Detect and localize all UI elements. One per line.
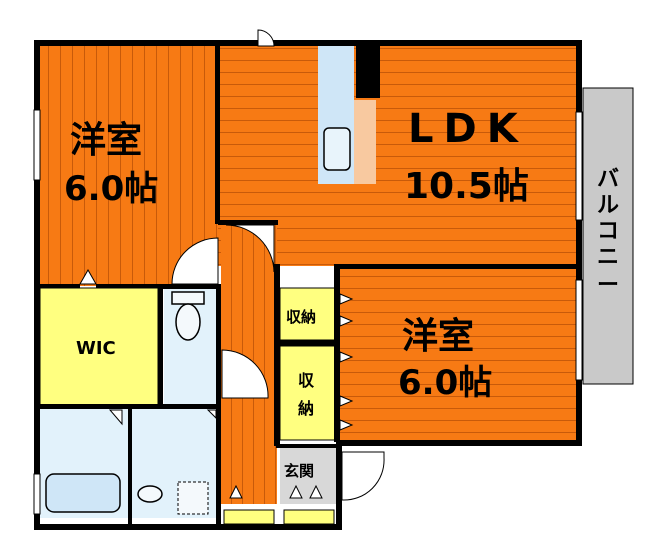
balcony-label: バ ル コ ニ ー bbox=[597, 167, 619, 298]
window-left bbox=[33, 109, 41, 181]
ldk-name: LDK bbox=[408, 106, 528, 152]
kitchen-sink-icon bbox=[323, 127, 351, 171]
door-swing-icon bbox=[206, 409, 217, 420]
svg-text:コ: コ bbox=[597, 219, 619, 244]
entry-storage-1 bbox=[223, 509, 275, 525]
storage-door-arrows bbox=[229, 293, 354, 499]
ldk-floor bbox=[218, 46, 580, 266]
entry-storage-2 bbox=[283, 509, 335, 525]
western-room-2-name: 洋室 bbox=[402, 316, 474, 357]
western-room-1-floor bbox=[40, 46, 218, 286]
entrance-floor bbox=[280, 448, 336, 504]
storage-1-room bbox=[279, 287, 337, 341]
window-bath bbox=[33, 473, 41, 515]
door-swing-icon bbox=[79, 268, 97, 285]
toilet-tank bbox=[171, 291, 205, 305]
balcony bbox=[582, 87, 634, 385]
door-swing-icon bbox=[221, 349, 269, 399]
svg-text:ニ: ニ bbox=[597, 245, 619, 270]
svg-text:ー: ー bbox=[597, 273, 619, 298]
sink-icon bbox=[137, 485, 163, 503]
door-swing-icon bbox=[341, 451, 385, 501]
door-swing-icon bbox=[257, 29, 275, 47]
svg-text:バ: バ bbox=[597, 167, 619, 192]
western-room-1-name: 洋室 bbox=[70, 120, 142, 161]
kitchen-column bbox=[356, 46, 380, 98]
svg-text:ル: ル bbox=[597, 193, 619, 218]
storage-1-label: 収納 bbox=[286, 308, 316, 326]
kitchen-counter-light bbox=[354, 100, 376, 184]
window-right-room2 bbox=[575, 279, 583, 381]
door-swing-icon bbox=[171, 237, 219, 285]
western-room-2-size: 6.0帖 bbox=[398, 363, 492, 403]
toilet-icon bbox=[175, 303, 201, 341]
door-swing-icon bbox=[108, 409, 123, 426]
entrance-label: 玄関 bbox=[284, 462, 314, 480]
western-room-2-floor bbox=[338, 268, 580, 440]
bathtub-icon bbox=[45, 473, 121, 513]
window-right-ldk bbox=[575, 111, 583, 221]
storage-2-room bbox=[279, 345, 337, 441]
door-swing-icon bbox=[225, 224, 275, 273]
storage-2-label-bottom: 納 bbox=[298, 399, 314, 418]
walls bbox=[34, 40, 582, 530]
ldk-size: 10.5帖 bbox=[404, 166, 529, 207]
western-room-1-size: 6.0帖 bbox=[64, 169, 158, 209]
wic-label: WIC bbox=[76, 338, 116, 359]
storage-2-label-top: 収 bbox=[298, 371, 315, 390]
washer-pan-icon bbox=[177, 481, 209, 515]
